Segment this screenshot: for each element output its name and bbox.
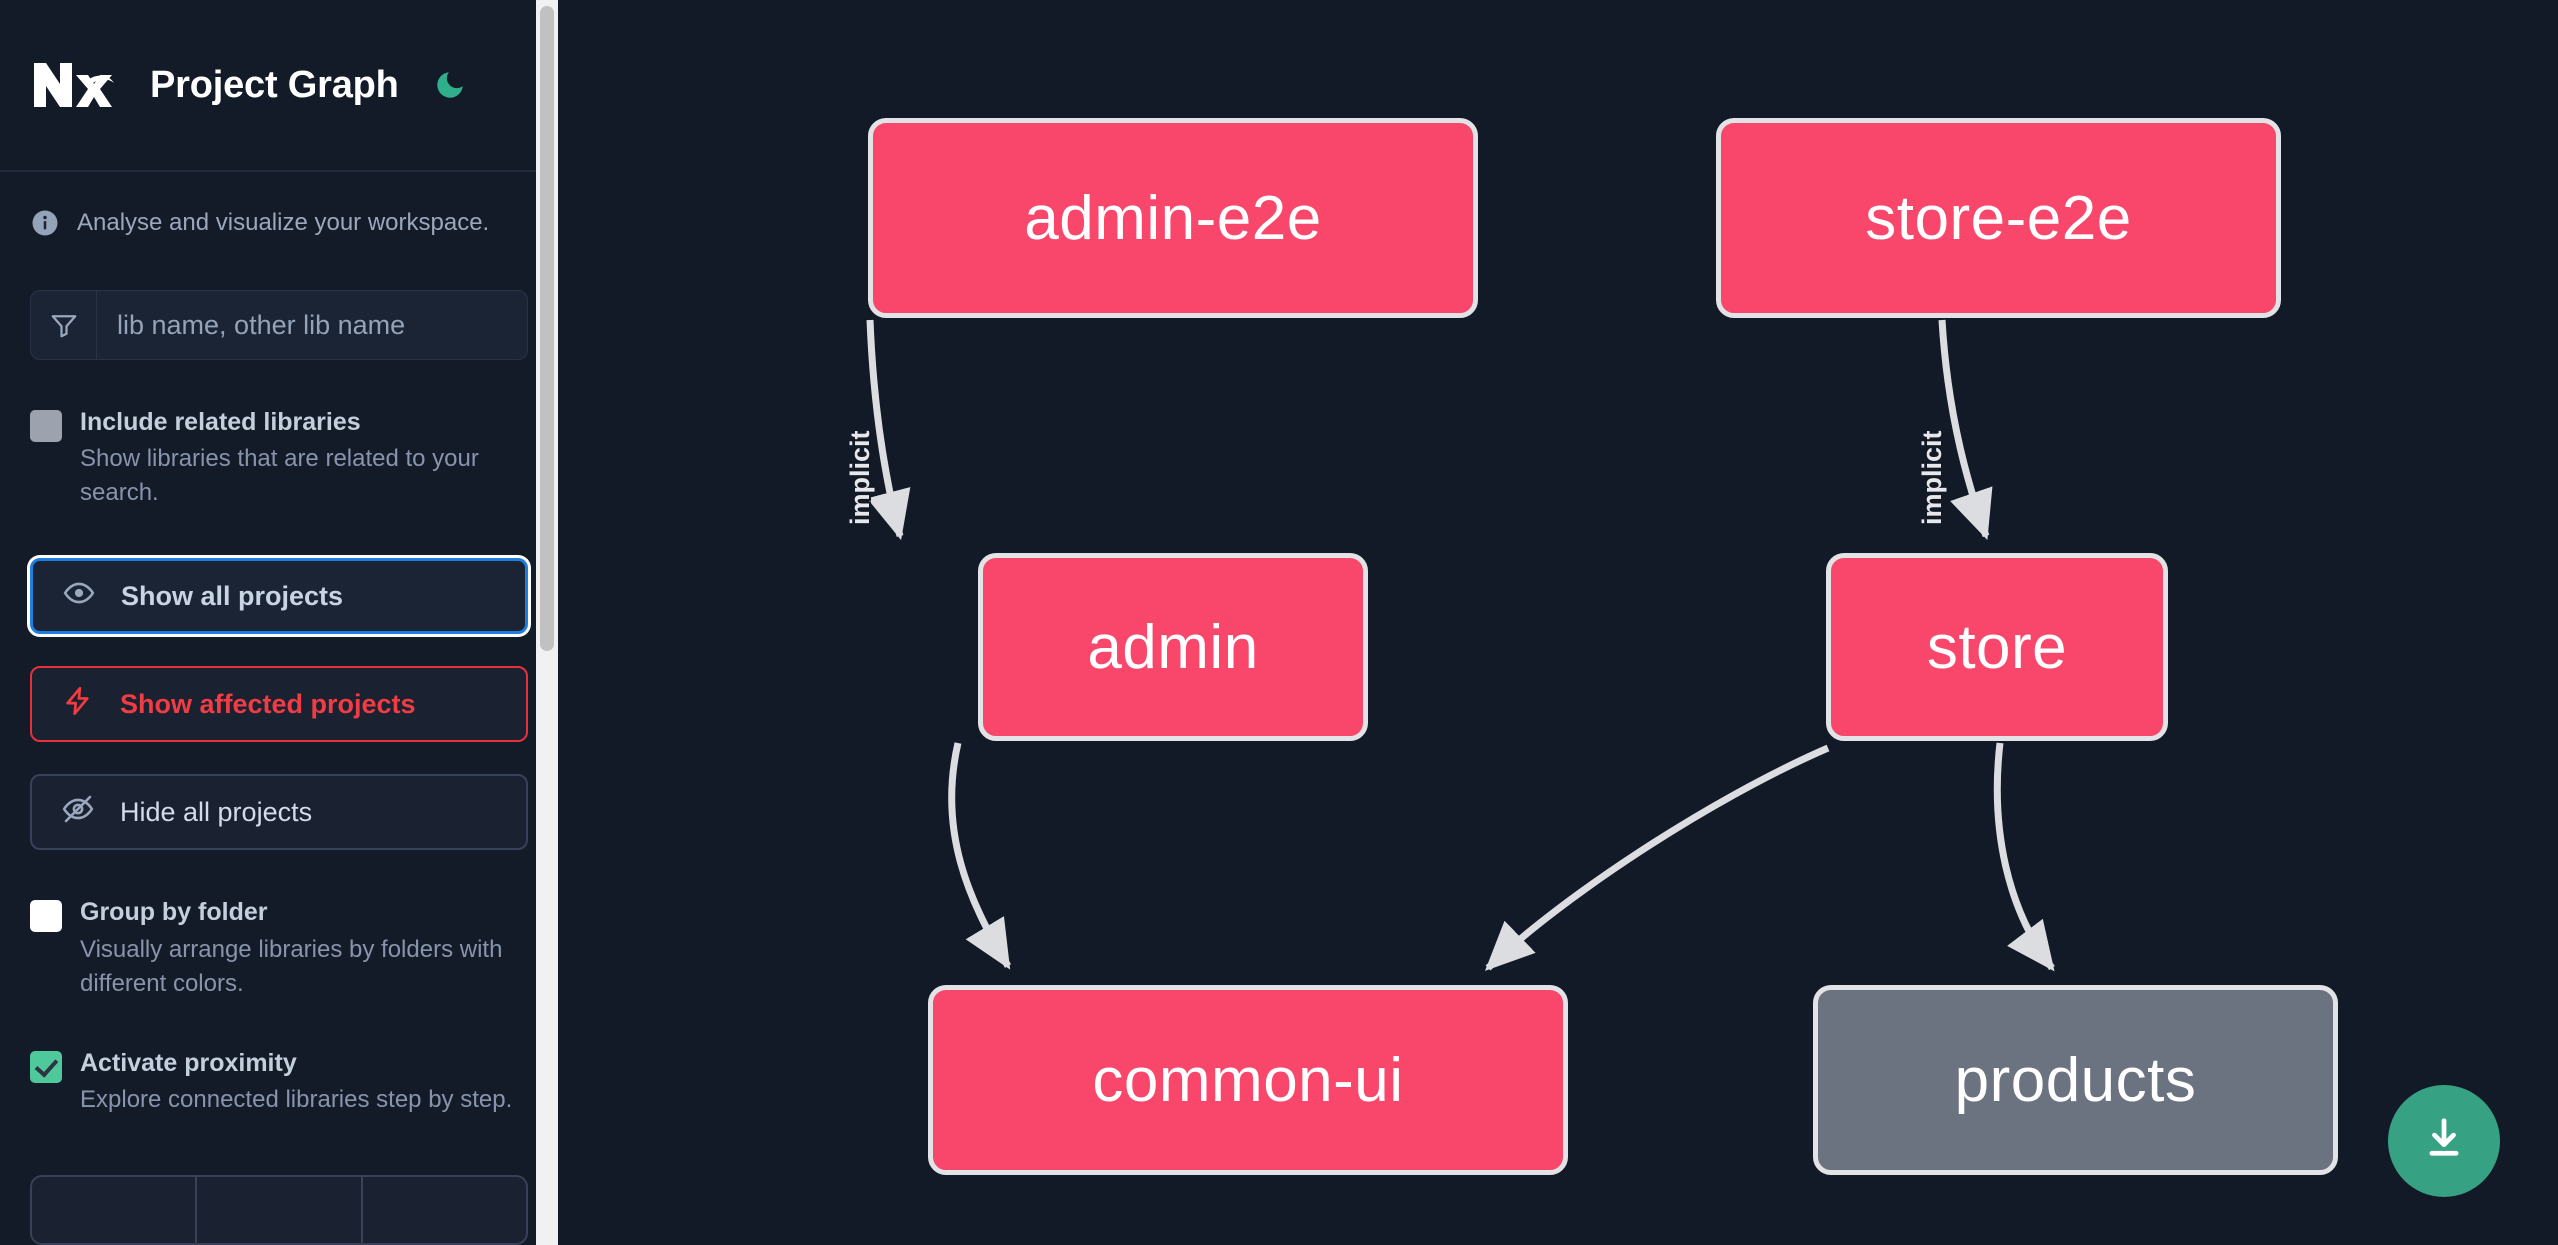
activate-proximity-label: Activate proximity bbox=[80, 1048, 297, 1077]
option-include-related-libraries[interactable]: Include related libraries Show libraries… bbox=[0, 404, 558, 510]
graph-node-store-e2e[interactable]: store-e2e bbox=[1716, 118, 2281, 318]
graph-node-store-label: store bbox=[1926, 612, 2068, 682]
workspace-note: Analyse and visualize your workspace. bbox=[0, 172, 558, 238]
edge-label-implicit-store: implicit bbox=[1916, 430, 1947, 526]
page-title: Project Graph bbox=[150, 63, 399, 106]
group-by-folder-label: Group by folder bbox=[80, 898, 268, 927]
moon-icon[interactable] bbox=[429, 64, 471, 106]
show-all-projects-label: Show all projects bbox=[121, 580, 344, 611]
include-related-libraries-checkbox[interactable] bbox=[30, 410, 62, 442]
proximity-step-increase[interactable] bbox=[363, 1177, 526, 1243]
proximity-stepper-control[interactable] bbox=[30, 1175, 528, 1245]
eye-icon bbox=[63, 577, 95, 616]
activate-proximity-checkbox[interactable] bbox=[30, 1050, 62, 1083]
graph-node-store[interactable]: store bbox=[1826, 553, 2168, 741]
info-icon bbox=[30, 208, 60, 238]
graph-node-store-e2e-label: store-e2e bbox=[1865, 183, 2132, 253]
eye-off-icon bbox=[62, 793, 94, 832]
include-related-libraries-description: Show libraries that are related to your … bbox=[80, 445, 479, 507]
graph-node-common-ui[interactable]: common-ui bbox=[928, 985, 1568, 1175]
lightning-icon bbox=[62, 685, 94, 724]
edge-label-implicit-admin: implicit bbox=[844, 430, 875, 526]
visibility-button-group: Show all projects Show affected projects bbox=[30, 558, 528, 851]
show-all-projects-button[interactable]: Show all projects bbox=[30, 558, 528, 635]
nx-logo-icon bbox=[30, 57, 122, 113]
group-by-folder-checkbox[interactable] bbox=[30, 900, 62, 933]
search-input[interactable] bbox=[97, 291, 527, 359]
graph-node-products-label: products bbox=[1954, 1045, 2197, 1115]
show-affected-projects-button[interactable]: Show affected projects bbox=[30, 666, 528, 743]
proximity-step-decrease[interactable] bbox=[32, 1177, 198, 1244]
graph-node-common-ui-label: common-ui bbox=[1092, 1045, 1404, 1115]
graph-edges bbox=[866, 319, 2055, 972]
sidebar-scrollbar[interactable] bbox=[536, 0, 558, 1245]
option-activate-proximity[interactable]: Activate proximity Explore connected lib… bbox=[0, 1045, 558, 1117]
graph-canvas[interactable]: implicit implicit admin-e2e store-e2e ad… bbox=[558, 0, 2558, 1245]
graph-node-admin-e2e-label: admin-e2e bbox=[1024, 183, 1322, 253]
graph-node-admin[interactable]: admin bbox=[978, 553, 1368, 741]
graph-node-admin-e2e[interactable]: admin-e2e bbox=[868, 118, 1478, 318]
sidebar: Project Graph Analyse and visualize your… bbox=[0, 0, 558, 1245]
activate-proximity-description: Explore connected libraries step by step… bbox=[80, 1086, 513, 1114]
filter-icon bbox=[31, 291, 97, 359]
search-field[interactable] bbox=[30, 290, 528, 360]
sidebar-scrollbar-thumb[interactable] bbox=[540, 6, 554, 651]
hide-all-projects-button[interactable]: Hide all projects bbox=[30, 774, 528, 851]
sidebar-header: Project Graph bbox=[0, 0, 558, 172]
show-affected-projects-label: Show affected projects bbox=[120, 688, 416, 719]
hide-all-projects-label: Hide all projects bbox=[120, 796, 313, 827]
graph-node-products[interactable]: products bbox=[1813, 985, 2338, 1175]
proximity-step-value bbox=[197, 1177, 363, 1244]
include-related-libraries-label: Include related libraries bbox=[80, 408, 361, 436]
group-by-folder-description: Visually arrange libraries by folders wi… bbox=[80, 935, 503, 997]
download-graph-button[interactable] bbox=[2388, 1085, 2500, 1197]
download-icon bbox=[2418, 1113, 2470, 1170]
graph-node-admin-label: admin bbox=[1087, 612, 1259, 682]
workspace-note-text: Analyse and visualize your workspace. bbox=[77, 209, 490, 236]
option-group-by-folder[interactable]: Group by folder Visually arrange librari… bbox=[0, 894, 558, 1000]
